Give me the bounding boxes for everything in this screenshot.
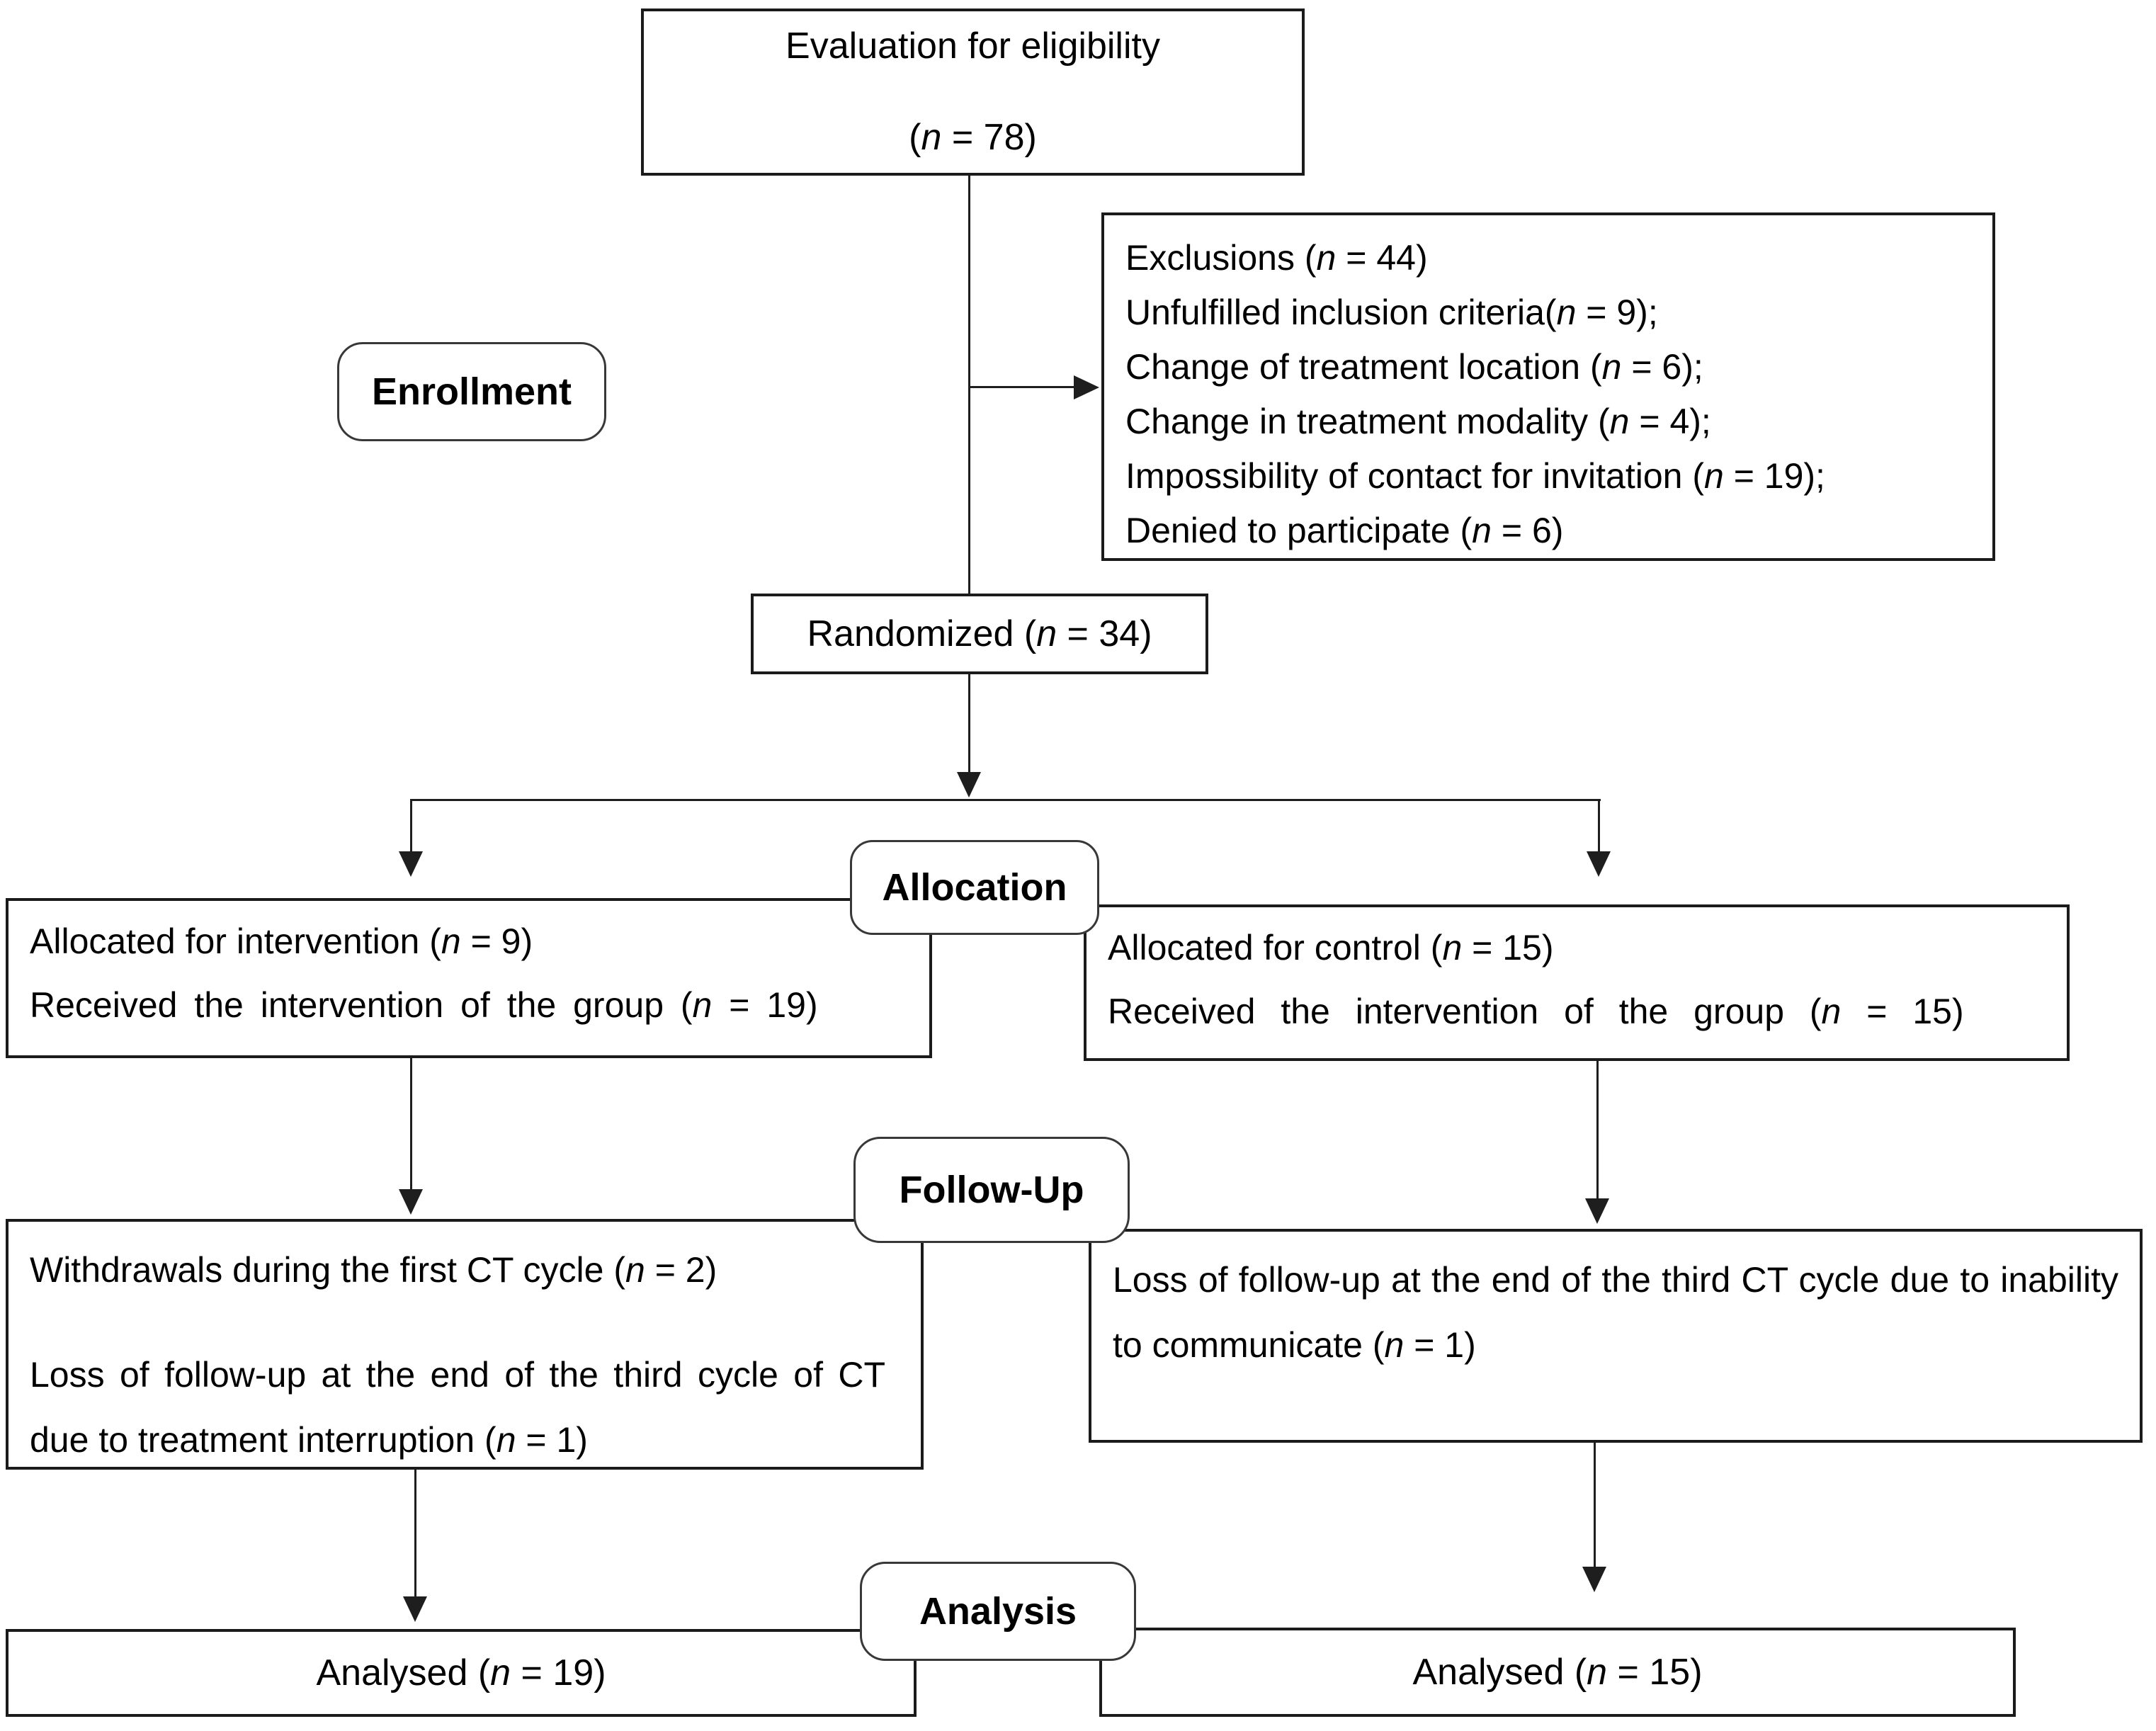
allocated-control-line: Allocated for control (n = 15) [1108, 928, 1554, 967]
box-evaluation-eligibility: Evaluation for eligibility (n = 78) [641, 8, 1305, 176]
box-analysed-intervention: Analysed (n = 19) [6, 1629, 917, 1717]
randomized-label: Randomized (n = 34) [807, 613, 1152, 654]
connector-alloc-followup-right [1596, 1060, 1599, 1198]
received-control-line: Received the intervention of the group (… [1108, 992, 1964, 1031]
connector-eligibility-randomized [968, 176, 970, 595]
box-exclusions: Exclusions (n = 44) Unfulfilled inclusion… [1101, 212, 1995, 561]
connector-randomized-split [968, 673, 970, 773]
text-line: Unfulfilled inclusion criteria(n = 9); [1125, 293, 1658, 332]
analysed-control-label: Analysed (n = 15) [1412, 1651, 1703, 1693]
box-allocated-intervention: Allocated for intervention (n = 9) Recei… [6, 898, 932, 1058]
connector-split-right [1598, 799, 1600, 854]
box-followup-intervention: Withdrawals during the first CT cycle (n… [6, 1219, 924, 1470]
analysed-intervention-label: Analysed (n = 19) [316, 1652, 606, 1693]
text-line: Impossibility of contact for invitation … [1125, 456, 1825, 496]
stage-label-analysis: Analysis [860, 1562, 1136, 1661]
box-randomized: Randomized (n = 34) [751, 594, 1208, 674]
received-intervention-line: Received the intervention of the group (… [30, 985, 818, 1025]
loss-followup-control-text: Loss of follow-up at the end of the thir… [1113, 1260, 2118, 1365]
eligibility-title: Evaluation for eligibility [785, 25, 1160, 67]
stage-label-enrollment: Enrollment [337, 342, 606, 441]
text-line: Exclusions (n = 44) [1125, 238, 1428, 278]
loss-followup-intervention-text: Loss of follow-up at the end of the thir… [30, 1355, 885, 1460]
text-line: Change in treatment modality (n = 4); [1125, 402, 1711, 441]
arrowhead-down-icon [957, 772, 981, 798]
box-analysed-control: Analysed (n = 15) [1099, 1628, 2016, 1717]
text-line: Denied to participate (n = 6) [1125, 511, 1564, 550]
arrowhead-down-icon [1585, 1198, 1609, 1224]
arrowhead-right-icon [1074, 375, 1099, 399]
arrowhead-down-icon [399, 1189, 423, 1215]
stage-label-allocation: Allocation [850, 840, 1099, 935]
box-allocated-control: Allocated for control (n = 15) Received … [1084, 904, 2070, 1061]
arrowhead-down-icon [1582, 1567, 1606, 1592]
connector-alloc-followup-left [410, 1057, 412, 1190]
eligibility-count: (n = 78) [909, 117, 1037, 158]
withdrawals-text: Withdrawals during the first CT cycle (n… [30, 1250, 717, 1290]
allocated-intervention-line: Allocated for intervention (n = 9) [30, 921, 533, 961]
connector-followup-analysed-left [414, 1468, 416, 1597]
connector-to-exclusions [970, 386, 1076, 388]
box-followup-control: Loss of follow-up at the end of the thir… [1089, 1229, 2143, 1443]
stage-label-follow-up: Follow-Up [853, 1137, 1130, 1243]
arrowhead-down-icon [403, 1596, 427, 1622]
connector-split-horizontal [411, 799, 1601, 801]
arrowhead-down-icon [1587, 851, 1611, 877]
text-line: Change of treatment location (n = 6); [1125, 347, 1703, 387]
arrowhead-down-icon [399, 851, 423, 877]
connector-split-left [410, 799, 412, 854]
connector-followup-analysed-right [1594, 1442, 1596, 1568]
